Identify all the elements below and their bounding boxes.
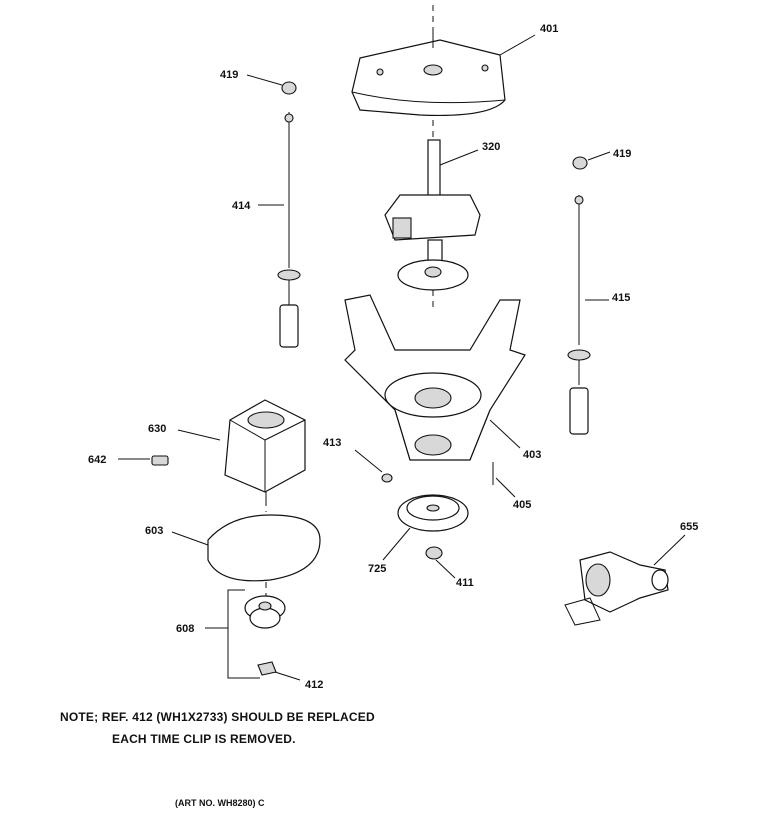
art-number: (ART NO. WH8280) C <box>175 798 265 808</box>
label-642: 642 <box>88 454 106 466</box>
part-630-motor[interactable] <box>224 399 306 500</box>
label-320: 320 <box>482 141 500 153</box>
label-655: 655 <box>680 521 698 533</box>
leader-419-right <box>587 151 611 161</box>
part-419-right[interactable] <box>572 156 588 170</box>
bracket-608 <box>227 589 260 679</box>
label-603: 603 <box>145 525 163 537</box>
label-419-left: 419 <box>220 69 238 81</box>
part-655-pump[interactable] <box>564 551 669 626</box>
leader-412 <box>274 671 301 681</box>
part-419-left[interactable] <box>281 81 297 95</box>
part-415-rod[interactable] <box>567 195 591 435</box>
part-603-belt[interactable] <box>207 514 321 582</box>
leader-725 <box>382 527 411 561</box>
label-403: 403 <box>523 449 541 461</box>
part-401-cover[interactable] <box>351 30 506 116</box>
leader-405 <box>495 477 516 498</box>
leader-603 <box>171 531 209 546</box>
leader-630 <box>177 429 221 441</box>
leader-655 <box>653 534 686 566</box>
label-608: 608 <box>176 623 194 635</box>
note-line-2: EACH TIME CLIP IS REMOVED. <box>112 732 296 746</box>
leader-411 <box>435 559 456 579</box>
part-413-nut[interactable] <box>381 473 393 483</box>
part-642-clip[interactable] <box>151 455 169 466</box>
leader-401 <box>499 34 536 56</box>
part-414-rod[interactable] <box>277 112 301 348</box>
part-411-nut[interactable] <box>425 546 443 560</box>
leader-320 <box>439 149 479 166</box>
label-419-right: 419 <box>613 148 631 160</box>
label-411: 411 <box>456 577 474 589</box>
part-403-base[interactable] <box>344 294 526 461</box>
label-415: 415 <box>612 292 630 304</box>
label-412: 412 <box>305 679 323 691</box>
label-401: 401 <box>540 23 558 35</box>
part-320-transmission[interactable] <box>384 139 481 291</box>
label-414: 414 <box>232 200 251 212</box>
part-608-pulley[interactable] <box>244 595 286 629</box>
label-630: 630 <box>148 423 166 435</box>
leader-419-left <box>246 74 283 86</box>
label-413: 413 <box>323 437 341 449</box>
part-412-clip[interactable] <box>257 661 277 676</box>
leader-403 <box>489 419 521 449</box>
label-725: 725 <box>368 563 386 575</box>
part-725-pulley[interactable] <box>397 494 469 532</box>
label-405: 405 <box>513 499 531 511</box>
leader-413 <box>354 449 383 473</box>
note-line-1: NOTE; REF. 412 (WH1X2733) SHOULD BE REPL… <box>60 710 375 724</box>
